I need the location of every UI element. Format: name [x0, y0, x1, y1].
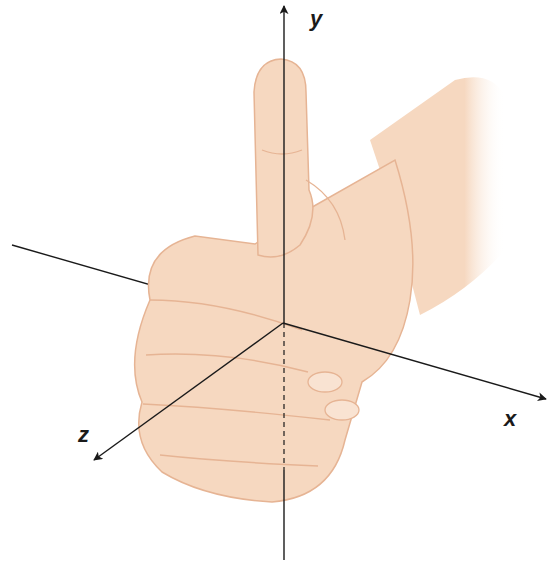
axis-label: x — [504, 408, 516, 430]
y-axis — [283, 6, 284, 323]
axis-label: z — [78, 424, 89, 446]
fingernail — [308, 372, 342, 392]
fingernail — [325, 400, 359, 420]
y-axis-hidden — [283, 323, 284, 470]
y-axis-lower — [283, 470, 284, 560]
x-axis — [283, 323, 546, 399]
axis-label: y — [310, 8, 322, 30]
z-axis — [94, 323, 283, 460]
